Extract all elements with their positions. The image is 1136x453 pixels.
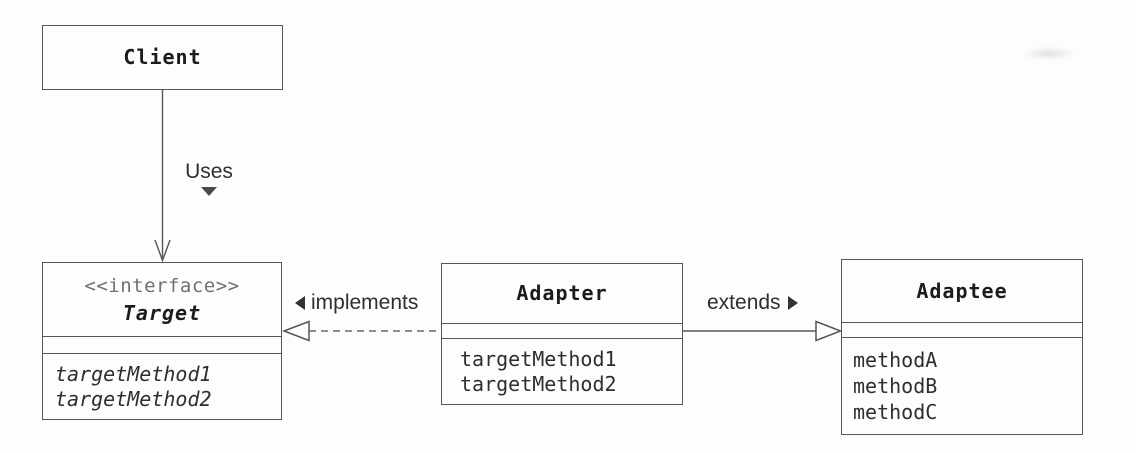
extends-hollow-triangle-icon — [815, 320, 843, 342]
class-box-target: <<interface>> Target targetMethod1 targe… — [42, 262, 282, 420]
class-box-adapter: Adapter targetMethod1 targetMethod2 — [441, 263, 683, 405]
target-name-compartment: <<interface>> Target — [43, 263, 281, 336]
uses-label-text: Uses — [185, 160, 233, 183]
uses-open-arrowhead-icon — [154, 239, 171, 263]
method-entry: targetMethod2 — [55, 386, 212, 411]
extends-label: extends — [707, 291, 798, 315]
right-pointer-icon — [787, 296, 798, 310]
adapter-name-compartment: Adapter — [442, 264, 682, 323]
implements-label: implements — [295, 291, 418, 315]
target-attributes-compartment — [43, 336, 281, 353]
class-box-adaptee: Adaptee methodA methodB methodC — [841, 259, 1083, 435]
method-entry: methodB — [853, 374, 938, 398]
adaptee-methods-compartment: methodA methodB methodC — [842, 337, 1082, 434]
adapter-attributes-compartment — [442, 323, 682, 338]
extends-label-text: extends — [707, 291, 781, 314]
client-class-name: Client — [123, 45, 202, 69]
target-stereotype: <<interface>> — [84, 274, 240, 297]
adaptee-attributes-compartment — [842, 322, 1082, 337]
target-class-name: Target — [122, 300, 202, 325]
adapter-methods-compartment: targetMethod1 targetMethod2 — [442, 338, 682, 404]
method-entry: methodC — [853, 400, 938, 424]
left-pointer-icon — [295, 296, 305, 310]
class-box-client: Client — [42, 25, 283, 90]
adaptee-name-compartment: Adaptee — [842, 260, 1082, 322]
scan-smudge — [1022, 48, 1076, 59]
adapter-class-name: Adapter — [516, 281, 608, 305]
method-entry: targetMethod1 — [460, 346, 617, 371]
method-entry: methodA — [853, 348, 938, 372]
down-triangle-icon — [201, 187, 217, 196]
implements-hollow-triangle-icon — [281, 320, 310, 342]
adaptee-class-name: Adaptee — [916, 278, 1008, 303]
uses-label: Uses — [178, 160, 240, 196]
method-entry: targetMethod1 — [55, 361, 212, 386]
target-methods-compartment: targetMethod1 targetMethod2 — [43, 353, 281, 419]
method-entry: targetMethod2 — [460, 371, 617, 396]
client-name-compartment: Client — [43, 26, 282, 89]
implements-label-text: implements — [311, 291, 419, 314]
